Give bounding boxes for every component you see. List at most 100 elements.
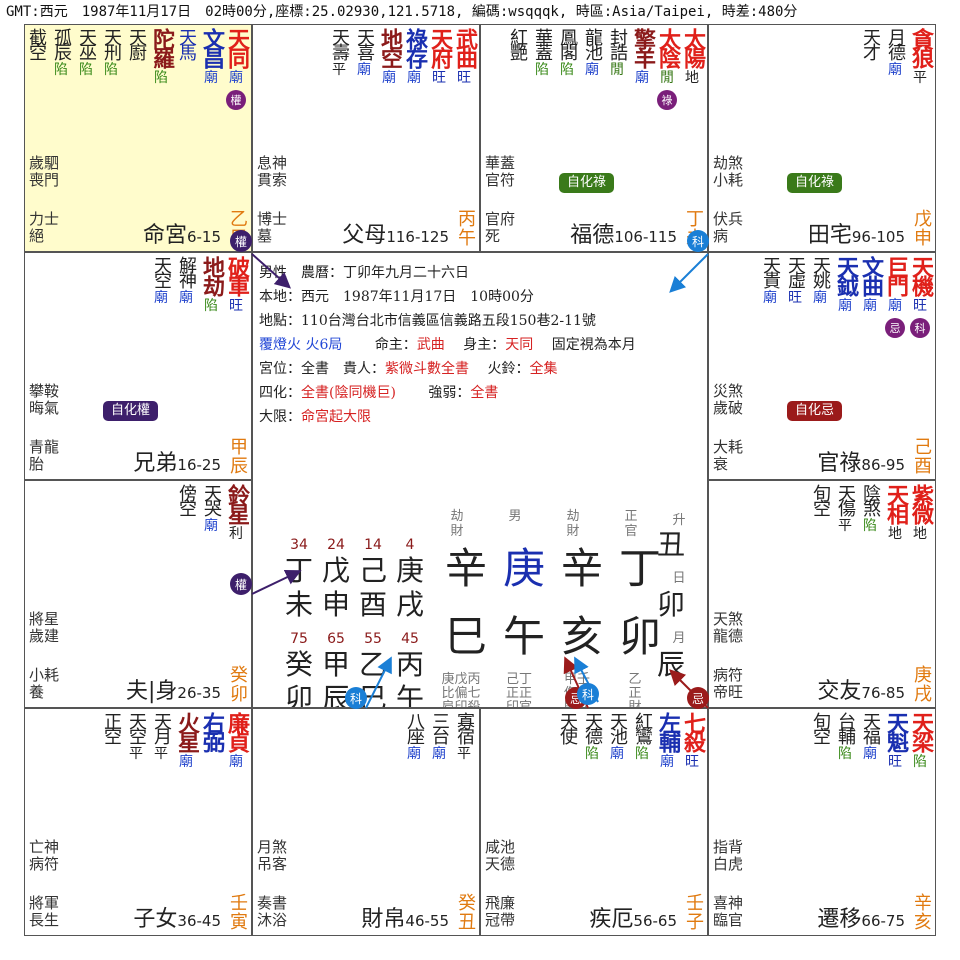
palace-name: 夫|身26-35 <box>126 673 221 705</box>
palace-ganzhi: 壬子 <box>685 894 705 932</box>
god-stars: 將軍長生 <box>29 895 59 929</box>
star-name: 太陰 <box>655 28 680 66</box>
misc-star: 月煞 <box>257 838 288 856</box>
luck-age-bottom-0: 75 <box>290 631 308 647</box>
star-brightness: 廟 <box>229 754 243 770</box>
star-name: 天德 <box>582 712 603 742</box>
pillar-branch-0: 巳 <box>444 612 487 661</box>
sihua-value: 全書(陰同機巨) <box>301 385 396 401</box>
star-brightness: 地 <box>888 526 902 542</box>
shen-zhu-label: 身主： <box>463 337 506 353</box>
ri-char: 卯 <box>656 588 685 621</box>
star-jiaoyou-1: 天相地 <box>883 484 908 542</box>
info-line-4: 覆燈火 火6局 命主：武曲 身主：天同 固定視為本月 <box>259 333 636 357</box>
star-name: 地劫 <box>199 256 224 294</box>
info-line-7: 大限：命宮起大限 <box>259 405 636 429</box>
god-star: 喜神 <box>713 894 744 912</box>
misc-star: 歲駟 <box>29 154 60 172</box>
ming-zhu: 武曲 <box>416 337 445 353</box>
sihua-label: 四化： <box>259 385 301 401</box>
palace-fude[interactable]: 太陽地太陰閒祿擎羊廟封誥閒龍池廟鳳閣陷華蓋陷紅艷華蓋官符官府死自化祿福德106-… <box>480 24 708 252</box>
misc-stars: 月煞吊客 <box>257 839 287 873</box>
god-star: 奏書 <box>257 894 288 912</box>
star-brightness: 廟 <box>154 290 168 306</box>
star-brightness: 陷 <box>838 746 852 762</box>
star-ming-1: 文昌廟 <box>199 28 224 110</box>
misc-star: 晦氣 <box>29 399 60 417</box>
star-brightness: 平 <box>154 746 168 762</box>
qiangruo-value: 全書 <box>470 385 499 401</box>
star-name: 武曲 <box>452 28 477 66</box>
god-stars: 病符帝旺 <box>713 667 743 701</box>
info-line-3: 地點：110台灣台北市信義區信義路五段150巷2-11號 <box>259 313 596 329</box>
misc-star: 亡神 <box>29 838 60 856</box>
god-star: 大耗 <box>713 438 744 456</box>
star-caibo-0: 寡宿平 <box>452 712 476 762</box>
palace-range: 16-25 <box>177 456 221 474</box>
palace-name: 財帛46-55 <box>361 901 449 933</box>
misc-stars: 咸池天德 <box>485 839 515 873</box>
star-list: 寡宿平三台廟八座廟 <box>402 712 476 762</box>
pillar-branch-2: 亥 <box>560 612 603 661</box>
star-name: 天魁 <box>883 712 908 750</box>
star-fude-6: 華蓋陷 <box>530 28 554 110</box>
star-fumu-3: 地空廟 <box>377 28 402 86</box>
palace-name: 遷移66-75 <box>817 901 905 933</box>
star-fude-7: 紅艷 <box>505 28 529 110</box>
star-brightness: 廟 <box>229 70 243 86</box>
palace-name: 疾厄56-65 <box>589 901 677 933</box>
month-note: 固定視為本月 <box>551 337 636 353</box>
luck-stem-bottom-3: 丙 <box>395 648 424 681</box>
star-name: 天月 <box>151 712 172 742</box>
star-xiongdi-3: 天空廟 <box>149 256 173 314</box>
star-brightness: 廟 <box>204 518 218 534</box>
star-ming-3: 陀羅陷 <box>149 28 174 110</box>
palace-title: 福德 <box>570 223 615 248</box>
luck-age-bottom-2: 55 <box>364 631 382 647</box>
misc-star: 指背 <box>713 838 744 856</box>
palace-name: 官祿86-95 <box>817 445 905 477</box>
god-star: 衰 <box>713 455 729 473</box>
misc-stars: 天煞龍德 <box>713 611 743 645</box>
star-name: 太陽 <box>680 28 705 66</box>
palace-range: 86-95 <box>861 456 905 474</box>
star-brightness: 廟 <box>179 754 193 770</box>
star-name: 天傷 <box>835 484 856 514</box>
misc-star: 天德 <box>485 855 516 873</box>
star-brightness: 陷 <box>913 754 927 770</box>
misc-star: 白虎 <box>713 855 744 873</box>
palace-stem: 丙 <box>458 209 476 230</box>
star-ming-4: 天廚 <box>124 28 148 110</box>
star-name: 傍空 <box>176 484 197 514</box>
star-brightness: 閒 <box>660 70 674 86</box>
flight-marker-權: 權 <box>230 573 252 595</box>
misc-star: 咸池 <box>485 838 516 856</box>
misc-star: 天煞 <box>713 610 744 628</box>
palace-guanlu[interactable]: 天機旺科巨門廟忌文曲廟天鉞廟天姚廟天虛旺天貴廟災煞歲破大耗衰自化忌官祿86-95… <box>708 252 936 480</box>
star-name: 左輔 <box>655 712 680 750</box>
star-name: 紫微 <box>908 484 933 522</box>
palace-name: 田宅96-105 <box>808 217 905 249</box>
pillar-tengod-3: 正 官 <box>624 509 638 539</box>
palace-ganzhi: 辛亥 <box>913 894 933 932</box>
palace-ganzhi: 戊申 <box>913 210 933 248</box>
star-name: 天空 <box>126 712 147 742</box>
misc-stars: 華蓋官符 <box>485 155 515 189</box>
star-name: 天鉞 <box>833 256 858 294</box>
star-brightness: 陷 <box>635 746 649 762</box>
star-name: 擎羊 <box>630 28 655 66</box>
palace-name: 兄弟16-25 <box>133 445 221 477</box>
luck-stem-top-3: 庚 <box>395 554 424 587</box>
misc-star: 吊客 <box>257 855 288 873</box>
star-jie-1: 左輔廟 <box>655 712 680 770</box>
